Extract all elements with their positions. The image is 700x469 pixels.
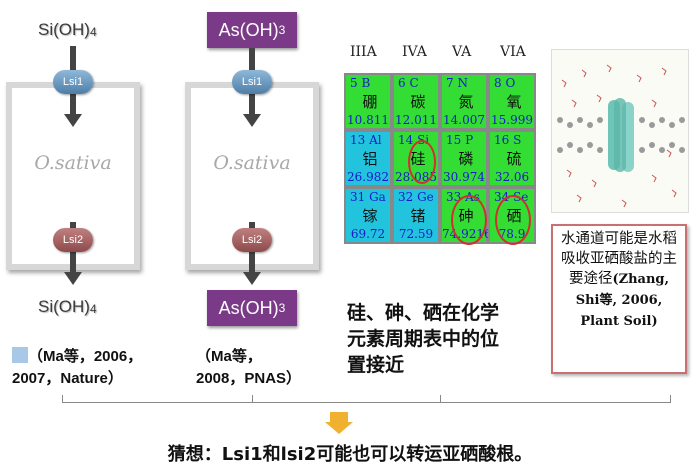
- left-organism-label: O.sativa: [34, 152, 112, 174]
- element-number: 31 Ga: [350, 190, 386, 204]
- element-name: 锗: [410, 207, 426, 225]
- left-arrow-top-head: [64, 114, 82, 127]
- element-cell: 8 O 氧 15.999: [488, 73, 536, 130]
- element-name: 镓: [362, 207, 378, 225]
- element-name: 硼: [362, 93, 378, 111]
- aquaporin-illustration: [551, 49, 689, 213]
- periodic-table-caption: 硅、砷、硒在化学元素周期表中的位置接近: [347, 302, 500, 376]
- bracket-tick-1: [62, 395, 63, 403]
- element-mass: 15.999: [491, 113, 533, 127]
- element-name: 氧: [506, 93, 522, 111]
- element-number: 16 S: [494, 133, 522, 147]
- middle-organism-label: O.sativa: [213, 152, 291, 174]
- element-cell: 15 P 磷 30.974: [440, 130, 488, 187]
- element-cell: 7 N 氮 14.007: [440, 73, 488, 130]
- middle-lsi2-pill: Lsi2: [232, 228, 272, 252]
- group-header-iva: IVA: [402, 44, 427, 60]
- element-cell: 5 B 硼 10.811: [344, 73, 392, 130]
- middle-arrow-bottom-head: [243, 272, 261, 285]
- note-box: 水通道可能是水稻吸收亚硒酸盐的主要途径(Zhang, Shi等, 2006, P…: [551, 224, 687, 374]
- element-mass: 10.811: [347, 113, 389, 127]
- element-mass: 32.06: [494, 170, 530, 184]
- element-mass: 26.982: [347, 170, 389, 184]
- element-number: 7 N: [446, 76, 468, 90]
- left-bottom-formula: Si(OH)4: [38, 297, 97, 316]
- bracket-horizontal: [62, 402, 670, 403]
- circle-se: [495, 195, 531, 245]
- middle-top-formula-box: As(OH)3: [207, 12, 297, 48]
- group-header-iiia: IIIA: [350, 44, 377, 60]
- bracket-tick-4: [670, 395, 671, 403]
- circle-as: [451, 195, 487, 245]
- element-name: 磷: [458, 150, 474, 168]
- element-cell: 16 S 硫 32.06: [488, 130, 536, 187]
- circle-si: [408, 140, 436, 184]
- element-mass: 30.974: [443, 170, 485, 184]
- element-name: 碳: [410, 93, 426, 111]
- element-number: 32 Ge: [398, 190, 434, 204]
- group-header-via: VIA: [500, 44, 526, 60]
- element-name: 氮: [458, 93, 474, 111]
- element-mass: 69.72: [350, 227, 386, 241]
- element-cell: 13 Al 铝 26.982: [344, 130, 392, 187]
- element-name: 铝: [362, 150, 378, 168]
- element-name: 硫: [506, 150, 522, 168]
- conclusion-text: 猜想：Lsi1和lsi2可能也可以转运亚硒酸根。: [167, 444, 533, 465]
- left-arrow-bottom-head: [64, 272, 82, 285]
- middle-arrow-top-head: [243, 114, 261, 127]
- element-number: 8 O: [494, 76, 516, 90]
- bracket-tick-2: [252, 395, 253, 403]
- middle-citation: （Ma等， 2008，PNAS）: [196, 348, 302, 387]
- middle-bottom-formula-box: As(OH)3: [207, 290, 297, 326]
- element-number: 15 P: [446, 133, 474, 147]
- element-number: 5 B: [350, 76, 371, 90]
- element-mass: 14.007: [443, 113, 485, 127]
- left-top-formula: Si(OH)4: [38, 20, 97, 39]
- down-arrow-head: [325, 422, 353, 434]
- element-cell: 32 Ge 锗 72.59: [392, 187, 440, 244]
- left-lsi1-pill: Lsi1: [53, 70, 93, 94]
- element-mass: 72.59: [398, 227, 434, 241]
- left-citation: （Ma等，2006， 2007，Nature）: [12, 347, 143, 387]
- element-cell: 31 Ga 镓 69.72: [344, 187, 392, 244]
- element-number: 6 C: [398, 76, 419, 90]
- left-lsi2-pill: Lsi2: [53, 228, 93, 252]
- element-cell: 6 C 碳 12.011: [392, 73, 440, 130]
- element-number: 13 Al: [350, 133, 382, 147]
- bracket-tick-3: [440, 395, 441, 403]
- group-header-va: VA: [452, 44, 472, 60]
- element-mass: 12.011: [395, 113, 437, 127]
- middle-lsi1-pill: Lsi1: [232, 70, 272, 94]
- down-arrow-stem: [330, 412, 348, 422]
